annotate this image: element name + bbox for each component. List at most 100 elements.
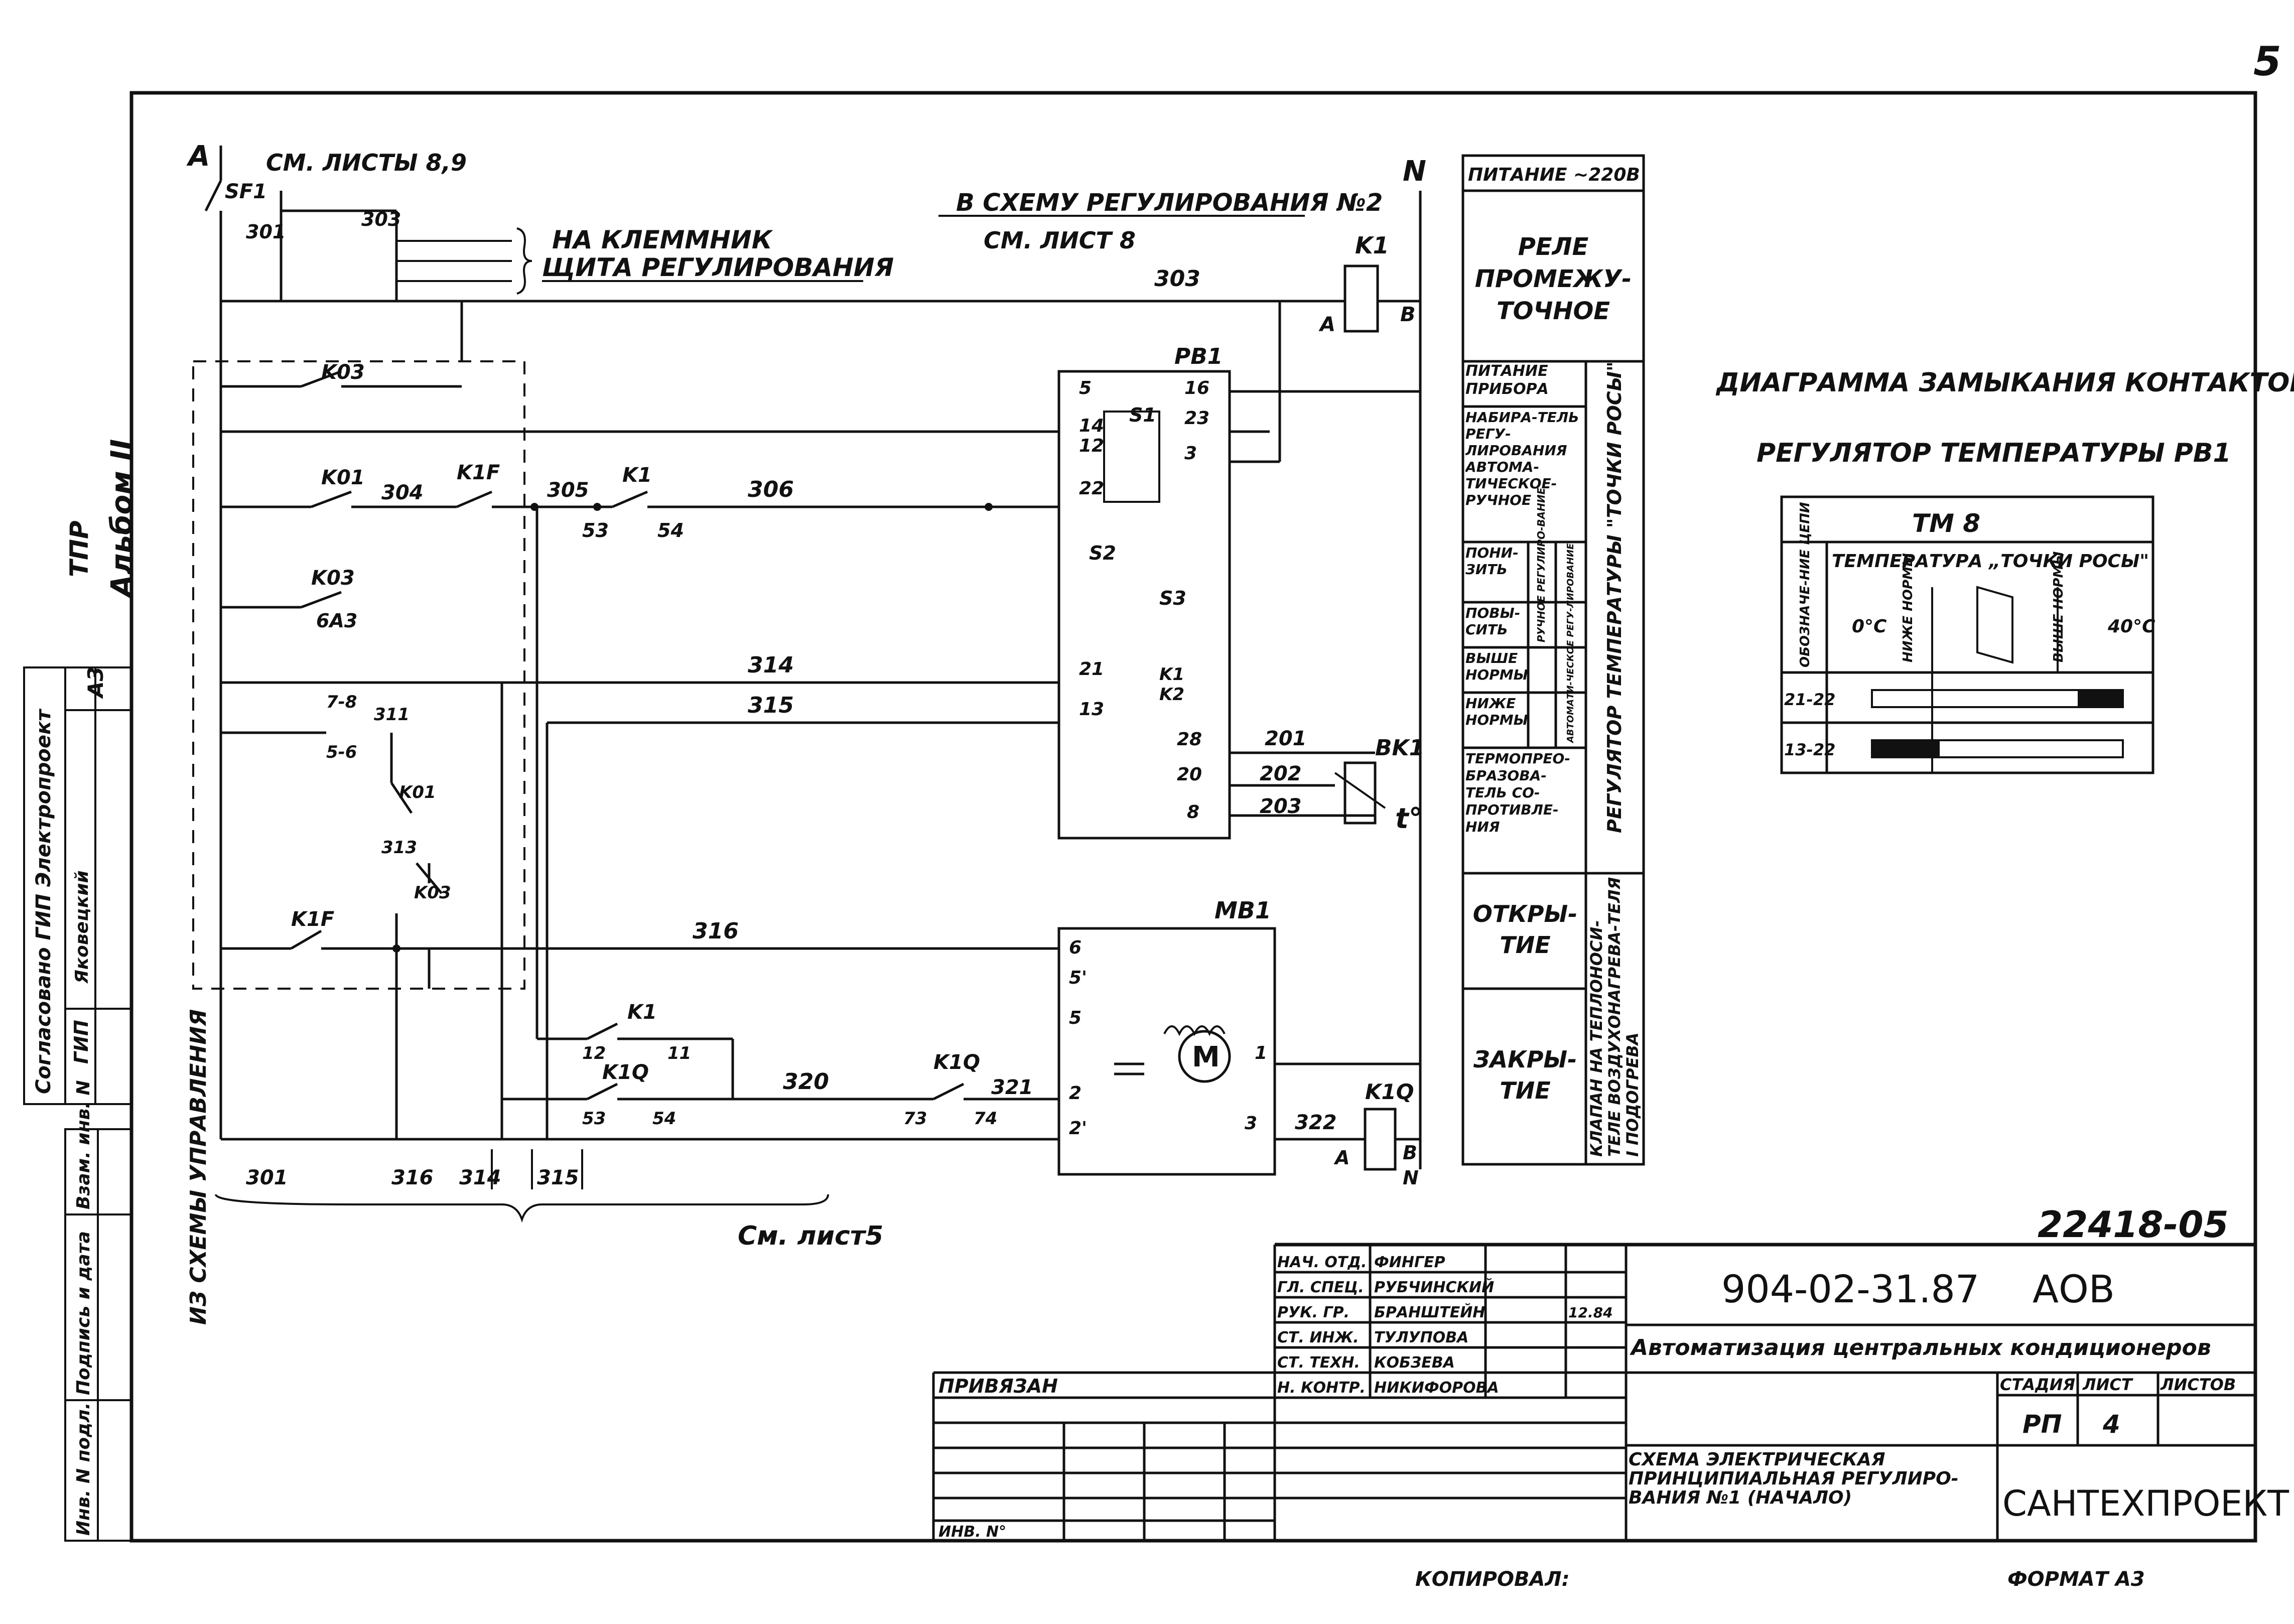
phase-a-label: A xyxy=(186,140,210,173)
neutral-label: N xyxy=(1403,155,1426,188)
contact-diagram-title: ДИАГРАММА ЗАМЫКАНИЯ КОНТАКТОВ xyxy=(1715,368,2294,398)
svg-text:ПРИВЯЗАН: ПРИВЯЗАН xyxy=(938,1375,1058,1397)
svg-text:303: 303 xyxy=(1154,266,1200,292)
project-title: Автоматизация центральных кондиционеров xyxy=(1630,1335,2211,1361)
svg-text:СТАДИЯ: СТАДИЯ xyxy=(2000,1375,2075,1394)
svg-text:311: 311 xyxy=(374,705,410,725)
svg-text:B: B xyxy=(1403,1142,1417,1164)
svg-text:314: 314 xyxy=(459,1166,501,1189)
svg-text:ИНВ. N°: ИНВ. N° xyxy=(938,1523,1006,1541)
svg-text:54: 54 xyxy=(657,519,684,542)
svg-text:316: 316 xyxy=(693,918,739,944)
svg-text:14: 14 xyxy=(1079,416,1104,436)
svg-text:A: A xyxy=(1318,313,1335,336)
svg-text:11: 11 xyxy=(667,1043,691,1063)
svg-text:SF1: SF1 xyxy=(225,180,267,203)
contact-closed-bar xyxy=(1872,740,1940,757)
signer-name: БРАНШТЕЙН xyxy=(1374,1303,1485,1321)
svg-text:K1Q: K1Q xyxy=(933,1051,980,1074)
svg-text:K01: K01 xyxy=(399,782,436,802)
svg-text:N: N xyxy=(1403,1167,1419,1189)
svg-text:12: 12 xyxy=(582,1043,606,1063)
svg-text:315: 315 xyxy=(537,1166,579,1189)
svg-text:305: 305 xyxy=(547,479,589,502)
to-terminal-1: НА КЛЕММНИК xyxy=(552,225,773,254)
svg-text:ПИТАНИЕ ~220В: ПИТАНИЕ ~220В xyxy=(1468,165,1640,185)
svg-text:АВТОМАТИ-ЧЕСКОЕ РЕГУ-ЛИРОВАНИЕ: АВТОМАТИ-ЧЕСКОЕ РЕГУ-ЛИРОВАНИЕ xyxy=(1565,543,1576,744)
svg-text:22: 22 xyxy=(1079,478,1104,499)
svg-text:K03: K03 xyxy=(414,883,451,903)
svg-text:5: 5 xyxy=(1069,1008,1082,1028)
svg-text:K1: K1 xyxy=(627,1001,657,1024)
svg-text:203: 203 xyxy=(1260,795,1302,818)
svg-text:321: 321 xyxy=(991,1076,1033,1099)
svg-text:21: 21 xyxy=(1079,659,1104,680)
side-album: Альбом II xyxy=(104,439,139,599)
contact-diagram-subtitle: РЕГУЛЯТОР ТЕМПЕРАТУРЫ РВ1 xyxy=(1757,438,2231,468)
svg-text:K1: K1 xyxy=(1355,232,1389,259)
svg-text:S3: S3 xyxy=(1159,587,1186,609)
svg-text:K2: K2 xyxy=(1159,685,1184,705)
pb1-regulator xyxy=(1057,370,1231,840)
stage-value: РП xyxy=(2022,1410,2062,1439)
legend-table: ПИТАНИЕ ~220В РЕЛЕ ПРОМЕЖУ-ТОЧНОЕ ПИТАНИ… xyxy=(1461,154,1645,1166)
svg-text:t°: t° xyxy=(1395,802,1423,835)
side-a3: А3 xyxy=(83,666,108,699)
svg-text:40°С: 40°С xyxy=(2107,616,2155,637)
svg-text:5': 5' xyxy=(1069,968,1087,988)
see-sheet-8: СМ. ЛИСТ 8 xyxy=(984,227,1136,254)
signer-role: СТ. ИНЖ. xyxy=(1277,1329,1359,1346)
signer-name: НИКИФОРОВА xyxy=(1374,1379,1499,1397)
svg-text:M: M xyxy=(1192,1041,1220,1073)
format-label: ФОРМАТ А3 xyxy=(2007,1568,2145,1591)
signer-name: РУБЧИНСКИЙ xyxy=(1374,1278,1494,1296)
side-inv: Инв. N подл. xyxy=(73,1403,94,1536)
svg-text:53: 53 xyxy=(582,519,609,542)
svg-text:54: 54 xyxy=(652,1109,676,1129)
motor-symbol xyxy=(1178,1030,1231,1083)
svg-text:13: 13 xyxy=(1079,699,1104,720)
sheet-title: СХЕМА ЭЛЕКТРИЧЕСКАЯ ПРИНЦИПИАЛЬНАЯ РЕГУЛ… xyxy=(1629,1450,1959,1508)
k1q-coil xyxy=(1364,1108,1397,1171)
svg-text:S1: S1 xyxy=(1129,404,1156,426)
svg-text:K1: K1 xyxy=(622,464,652,487)
page-number: 5 xyxy=(2253,38,2281,85)
svg-text:K1Q: K1Q xyxy=(602,1061,649,1084)
side-replace: Взам. инв. N xyxy=(73,1080,94,1209)
svg-text:5: 5 xyxy=(1079,378,1092,398)
svg-text:K03: K03 xyxy=(321,361,365,384)
svg-text:201: 201 xyxy=(1265,727,1307,750)
svg-text:7-8: 7-8 xyxy=(326,692,357,712)
svg-text:MB1: MB1 xyxy=(1215,897,1271,924)
svg-text:РУЧНОЕ РЕГУЛИРО-ВАНИЕ: РУЧНОЕ РЕГУЛИРО-ВАНИЕ xyxy=(1535,487,1547,642)
svg-text:1: 1 xyxy=(1255,1043,1267,1063)
svg-text:2: 2 xyxy=(1069,1083,1082,1104)
doc-suffix: АОВ xyxy=(2033,1267,2115,1311)
doc-number-top: 22418-05 xyxy=(2038,1203,2229,1246)
to-reg-scheme: В СХЕМУ РЕГУЛИРОВАНИЯ №2 xyxy=(956,189,1383,217)
side-tpr: ТПР xyxy=(65,520,94,577)
mb1-actuator xyxy=(1057,927,1276,1176)
signer-role: ГЛ. СПЕЦ. xyxy=(1277,1279,1364,1296)
svg-text:K1F: K1F xyxy=(291,908,334,931)
signer-role: РУК. ГР. xyxy=(1277,1304,1350,1321)
tm8-header: ТМ 8 xyxy=(1912,509,1980,538)
svg-text:74: 74 xyxy=(974,1109,997,1129)
svg-text:28: 28 xyxy=(1177,729,1202,750)
svg-text:23: 23 xyxy=(1184,408,1209,429)
svg-text:PB1: PB1 xyxy=(1174,344,1223,369)
svg-text:ЛИСТ: ЛИСТ xyxy=(2082,1375,2133,1394)
from-control-label: ИЗ СХЕМЫ УПРАВЛЕНИЯ xyxy=(186,1009,211,1325)
svg-text:13-22: 13-22 xyxy=(1784,740,1835,759)
svg-text:B: B xyxy=(1400,303,1416,326)
svg-text:306: 306 xyxy=(748,477,794,502)
svg-text:304: 304 xyxy=(381,481,424,504)
signer-role: СТ. ТЕХН. xyxy=(1277,1354,1360,1372)
bk1-sensor xyxy=(1343,761,1377,825)
svg-text:73: 73 xyxy=(903,1109,927,1129)
side-name: Яковецкий xyxy=(72,870,92,984)
svg-text:301: 301 xyxy=(246,1166,288,1189)
svg-text:K03: K03 xyxy=(311,567,355,590)
svg-text:320: 320 xyxy=(783,1069,829,1095)
legend-valve-group: КЛАПАН НА ТЕПЛОНОСИ-ТЕЛЕ ВОЗДУХОНАГРЕВА-… xyxy=(1587,877,1642,1157)
